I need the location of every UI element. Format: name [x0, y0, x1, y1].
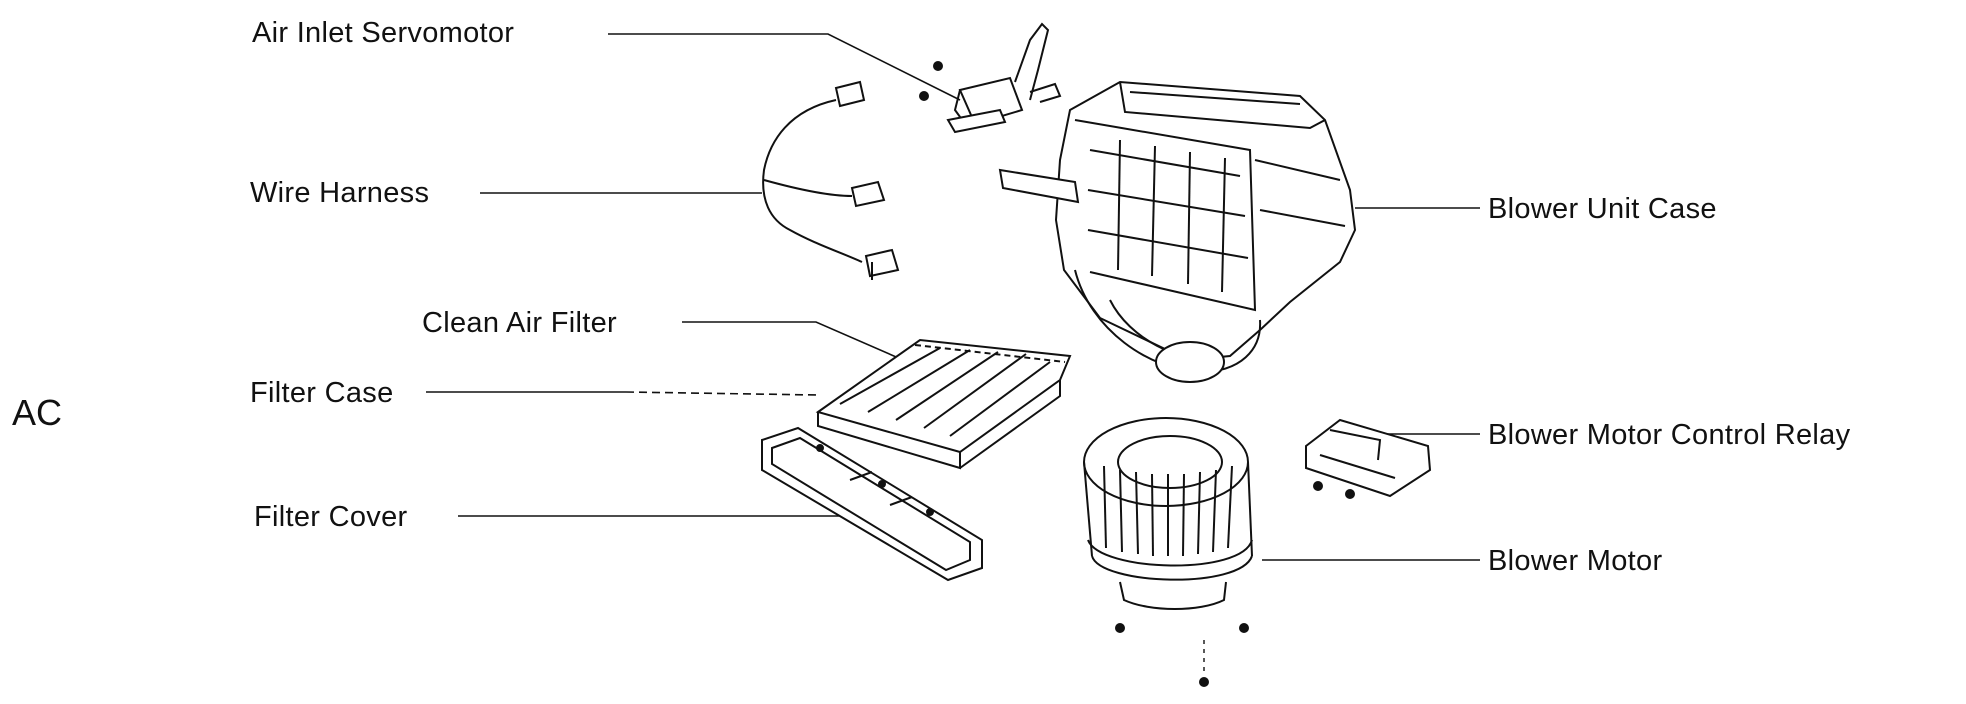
leader-clean-air-filter	[682, 321, 927, 371]
leader-air-inlet-servomotor	[608, 33, 961, 101]
blower-unit-case-part	[998, 80, 1357, 383]
section-code: AC	[12, 392, 63, 433]
filter-cover-part	[761, 426, 983, 582]
clean-air-filter-part	[815, 338, 1072, 470]
blower-motor-part	[1083, 417, 1253, 687]
label-filter-cover: Filter Cover	[254, 501, 408, 533]
label-filter-case: Filter Case	[250, 377, 394, 409]
label-wire-harness: Wire Harness	[250, 177, 430, 209]
wire-harness-part	[762, 80, 900, 280]
label-blower-motor: Blower Motor	[1488, 545, 1663, 577]
leader-lines	[426, 33, 1480, 561]
label-clean-air-filter: Clean Air Filter	[422, 307, 617, 339]
blower-motor-control-relay-part	[1305, 418, 1432, 499]
label-blower-unit-case: Blower Unit Case	[1488, 193, 1717, 225]
label-air-inlet-servomotor: Air Inlet Servomotor	[252, 17, 515, 49]
leader-filter-case-dashed	[625, 391, 819, 396]
label-blower-motor-control-relay: Blower Motor Control Relay	[1488, 419, 1851, 451]
air-inlet-servomotor-part	[919, 22, 1062, 134]
